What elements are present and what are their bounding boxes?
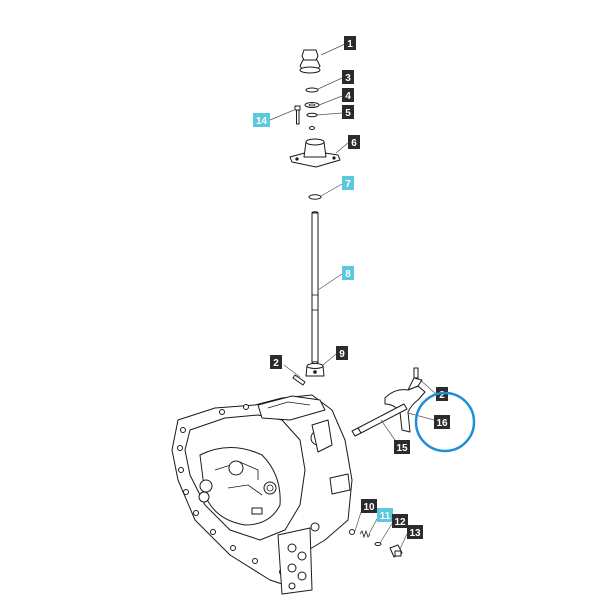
part-10-ball[interactable]	[349, 529, 355, 535]
callout-3[interactable]: 3	[342, 70, 354, 84]
svg-text:9: 9	[339, 349, 345, 360]
callout-8[interactable]: 8	[342, 266, 354, 280]
part-4-washer[interactable]	[304, 102, 320, 108]
callout-4[interactable]: 4	[342, 88, 354, 102]
part-5-ring[interactable]	[306, 112, 318, 130]
callout-14[interactable]: 14	[253, 113, 270, 127]
part-6-flange[interactable]	[289, 138, 341, 168]
svg-text:3: 3	[345, 73, 351, 84]
part-12-washer[interactable]	[374, 542, 382, 546]
callout-12[interactable]: 12	[392, 514, 408, 528]
part-2-pin-right[interactable]	[413, 367, 419, 379]
svg-text:2: 2	[273, 358, 279, 369]
transmission-housing[interactable]	[171, 394, 353, 595]
part-13-plug[interactable]	[389, 544, 403, 558]
highlight-circle	[414, 391, 476, 453]
svg-text:13: 13	[409, 528, 421, 539]
callout-7[interactable]: 7	[342, 176, 354, 190]
leader-lines	[269, 43, 437, 550]
svg-text:8: 8	[345, 269, 351, 280]
part-11-spring[interactable]	[359, 529, 371, 539]
part-1-cap[interactable]	[299, 49, 321, 74]
callout-2-left[interactable]: 2	[270, 355, 282, 369]
callout-5[interactable]: 5	[342, 105, 354, 119]
callout-11[interactable]: 11	[377, 508, 393, 522]
callout-9[interactable]: 9	[336, 346, 348, 360]
part-7-o-ring[interactable]	[308, 194, 322, 200]
callout-16[interactable]: 16	[434, 415, 450, 429]
callout-13[interactable]: 13	[407, 525, 423, 539]
svg-text:11: 11	[380, 511, 391, 522]
svg-text:2: 2	[439, 390, 445, 401]
svg-text:14: 14	[256, 116, 268, 127]
part-15-shift-shaft[interactable]	[351, 403, 408, 437]
part-14-bolt[interactable]	[294, 105, 301, 125]
callout-6[interactable]: 6	[348, 135, 360, 149]
callout-15[interactable]: 15	[394, 440, 410, 454]
svg-text:6: 6	[351, 138, 357, 149]
svg-text:12: 12	[394, 517, 406, 528]
svg-text:4: 4	[345, 91, 351, 102]
svg-text:5: 5	[345, 108, 351, 119]
svg-text:1: 1	[347, 39, 353, 50]
part-8-shift-rod[interactable]	[311, 211, 319, 365]
part-3-ring[interactable]	[305, 87, 319, 93]
svg-text:7: 7	[345, 179, 351, 190]
callout-1[interactable]: 1	[344, 36, 356, 50]
svg-text:10: 10	[363, 502, 375, 513]
svg-text:16: 16	[436, 418, 448, 429]
svg-text:15: 15	[396, 443, 408, 454]
part-2-pin-left[interactable]	[292, 374, 306, 386]
part-9-collar[interactable]	[305, 363, 325, 377]
callout-10[interactable]: 10	[361, 499, 377, 513]
